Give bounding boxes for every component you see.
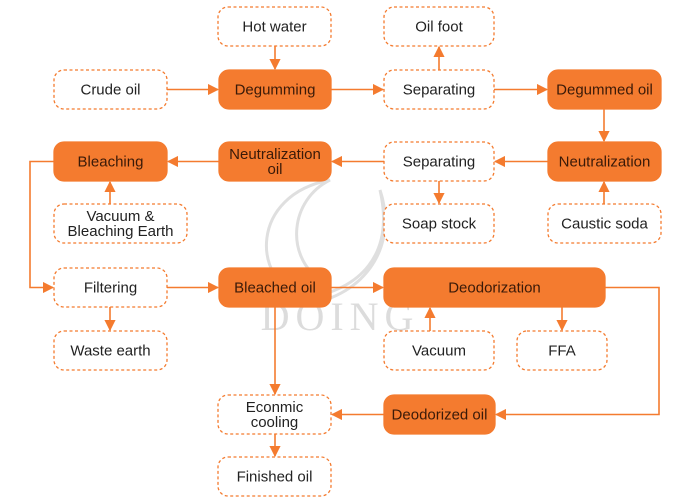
node-vacuum-bleaching-earth-label: Vacuum &Bleaching Earth [68, 208, 174, 240]
node-neutralization-box [547, 141, 662, 182]
node-vacuum-label: Vacuum [412, 343, 466, 360]
arrow-deodorization-to-deodorized-oil [494, 286, 660, 421]
node-crude-oil: Crude oil [53, 69, 168, 110]
node-separating-1-box [383, 69, 495, 110]
node-vacuum: Vacuum [383, 330, 495, 371]
node-degumming-box [218, 69, 332, 110]
node-neutralization-label: Neutralization [559, 154, 651, 171]
node-neutralization-oil-box [218, 141, 332, 182]
node-degumming-label: Degumming [235, 82, 316, 99]
node-degummed-oil: Degummed oil [547, 69, 662, 110]
node-bleaching-box [53, 141, 168, 182]
node-caustic-soda-label: Caustic soda [561, 216, 648, 233]
arrow-bleaching-to-filtering [29, 160, 55, 294]
node-caustic-soda-box [547, 203, 662, 244]
node-bleached-oil-box [218, 267, 332, 308]
node-separating-2: Separating [383, 141, 495, 182]
node-hot-water-label: Hot water [242, 19, 306, 36]
node-oil-foot-box [383, 6, 495, 47]
node-deodorization: Deodorization [383, 267, 606, 308]
node-hot-water: Hot water [217, 6, 332, 47]
node-degummed-oil-label: Degummed oil [556, 82, 653, 99]
node-separating-1: Separating [383, 69, 495, 110]
node-waste-earth-label: Waste earth [70, 343, 150, 360]
node-vacuum-bleaching-earth: Vacuum &Bleaching Earth [53, 203, 188, 244]
node-ffa: FFA [516, 330, 608, 371]
node-deodorization-label: Deodorization [448, 280, 541, 297]
flow-arrows [29, 45, 660, 458]
node-bleaching-label: Bleaching [78, 154, 144, 171]
node-deodorization-box [383, 267, 606, 308]
node-soap-stock-box [383, 203, 495, 244]
node-soap-stock: Soap stock [383, 203, 495, 244]
node-deodorized-oil: Deodorized oil [383, 394, 496, 435]
node-deodorized-oil-label: Deodorized oil [392, 407, 488, 424]
node-ffa-box [516, 330, 608, 371]
node-separating-2-box [383, 141, 495, 182]
node-separating-1-label: Separating [403, 82, 476, 99]
node-deodorized-oil-box [383, 394, 496, 435]
node-hot-water-box [217, 6, 332, 47]
node-filtering-box [53, 267, 168, 308]
node-waste-earth: Waste earth [53, 330, 168, 371]
node-finished-oil-box [217, 456, 332, 497]
node-oil-foot-label: Oil foot [415, 19, 463, 36]
node-neutralization: Neutralization [547, 141, 662, 182]
node-vacuum-bleaching-earth-box [53, 203, 188, 244]
node-degummed-oil-box [547, 69, 662, 110]
node-filtering-label: Filtering [84, 280, 137, 297]
node-crude-oil-box [53, 69, 168, 110]
node-bleaching: Bleaching [53, 141, 168, 182]
node-vacuum-box [383, 330, 495, 371]
node-finished-oil: Finished oil [217, 456, 332, 497]
node-econmic-cooling-box [217, 394, 332, 435]
node-ffa-label: FFA [548, 343, 576, 360]
node-crude-oil-label: Crude oil [80, 82, 140, 99]
node-oil-foot: Oil foot [383, 6, 495, 47]
node-waste-earth-box [53, 330, 168, 371]
node-bleached-oil-label: Bleached oil [234, 280, 316, 297]
node-caustic-soda: Caustic soda [547, 203, 662, 244]
node-degumming: Degumming [218, 69, 332, 110]
node-separating-2-label: Separating [403, 154, 476, 171]
node-bleached-oil: Bleached oil [218, 267, 332, 308]
node-soap-stock-label: Soap stock [402, 216, 477, 233]
node-filtering: Filtering [53, 267, 168, 308]
node-finished-oil-label: Finished oil [237, 469, 313, 486]
